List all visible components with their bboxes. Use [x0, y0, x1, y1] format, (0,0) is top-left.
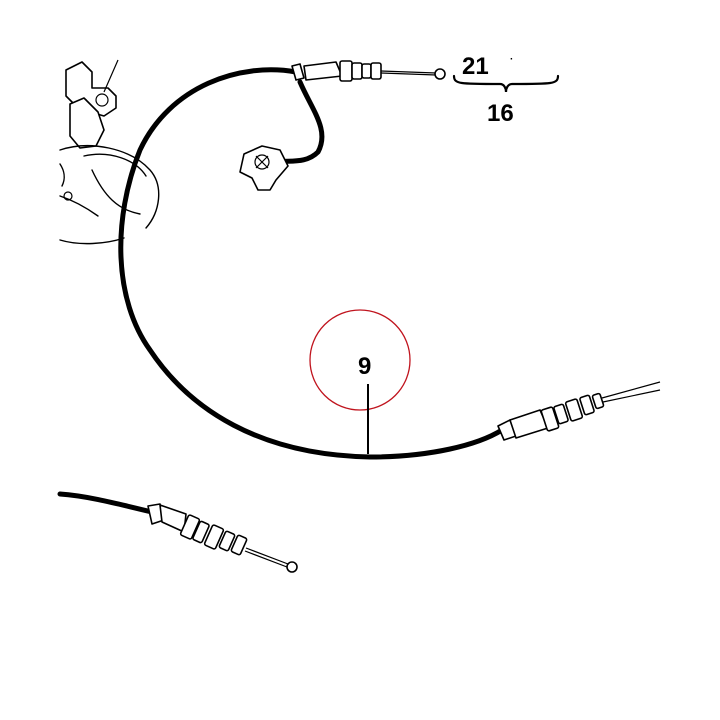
throttle-body-housing: [59, 59, 160, 245]
main-throttle-cable: [118, 67, 505, 460]
main-cable-lower-fitting: [497, 381, 661, 441]
sensor-cable: [273, 79, 325, 165]
lower-cable: [57, 491, 155, 515]
sensor-connector: [239, 145, 289, 191]
callout-16: 16: [487, 100, 514, 127]
lower-cable-fitting: [147, 503, 298, 573]
highlight-circle: [309, 309, 411, 411]
main-cable-upper-fitting: [291, 60, 446, 82]
callout-9: 9: [358, 353, 371, 380]
callout-21-group: 21 ·: [462, 53, 513, 80]
grouping-brace: [452, 74, 560, 93]
callout-21: 21: [462, 53, 489, 80]
callout-extra-mark: ·: [510, 54, 513, 65]
